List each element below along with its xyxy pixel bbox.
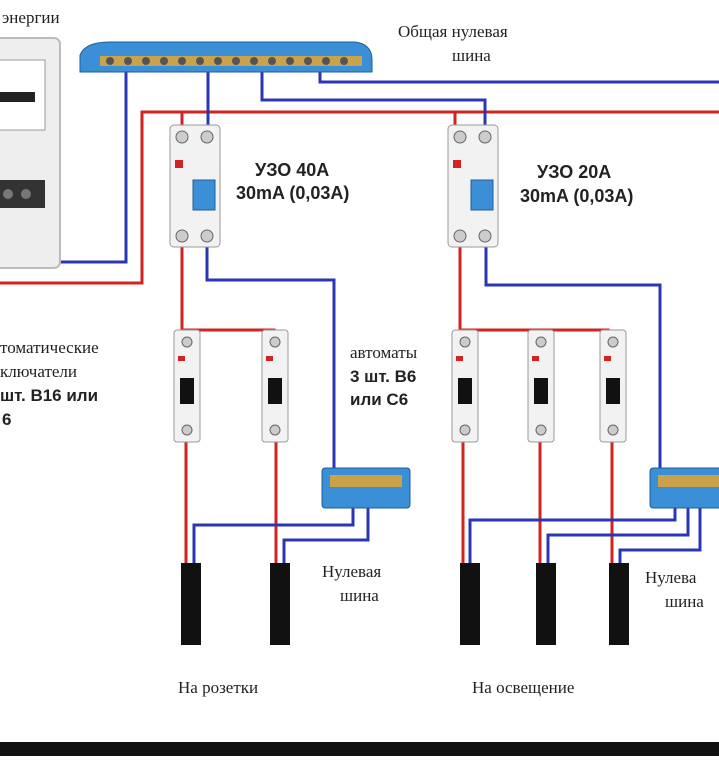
neutral-rcd-left-out — [205, 245, 336, 470]
electricity-meter — [0, 37, 61, 269]
bus-screw — [286, 57, 294, 65]
to-sockets-label: На розетки — [178, 678, 259, 697]
circuit-breaker — [527, 329, 555, 443]
neutral-bus-left-label-2: шина — [340, 586, 379, 605]
circuit-breaker — [599, 329, 627, 443]
breakers-left-text-2: ключатели — [0, 362, 78, 381]
bus-screw — [214, 57, 222, 65]
neutral-out-4 — [546, 505, 690, 565]
cable-sockets-2 — [270, 563, 290, 645]
cable-lighting-3 — [609, 563, 629, 645]
neutral-bus-right-label-2: шина — [665, 592, 704, 611]
breakers-left-text-4: 6 — [2, 410, 12, 429]
neutral-bus-right — [649, 467, 719, 509]
rcd-right-current: 30mA (0,03A) — [520, 186, 634, 206]
rcd-left-label: УЗО 40А — [255, 160, 330, 180]
neutral-bus-left — [321, 467, 411, 509]
phase-rcd-left-out — [180, 245, 276, 335]
cable-sockets-1 — [181, 563, 201, 645]
circuit-breaker — [451, 329, 479, 443]
rcd-left — [169, 124, 221, 248]
bus-screw — [142, 57, 150, 65]
bus-screw — [178, 57, 186, 65]
breakers-mid-text-1: автоматы — [350, 343, 418, 362]
neutral-bus-feed-right — [318, 70, 719, 84]
cable-lighting-2 — [536, 563, 556, 645]
rcd-right-label: УЗО 20А — [537, 162, 612, 182]
bus-screw — [106, 57, 114, 65]
circuit-breakers — [173, 329, 627, 443]
cable-lighting-1 — [460, 563, 480, 645]
common-neutral-bus-label-1: Общая нулевая — [398, 22, 508, 41]
bus-screw — [196, 57, 204, 65]
bus-screws — [106, 57, 348, 65]
circuit-breaker — [173, 329, 201, 443]
breakers-mid-text-2: 3 шт. В6 — [350, 367, 417, 386]
bus-screw — [340, 57, 348, 65]
bus-screw — [124, 57, 132, 65]
output-cables — [181, 563, 629, 645]
rcd-right — [447, 124, 499, 248]
bottom-strip — [0, 742, 719, 756]
neutral-rcd-right-out — [484, 245, 662, 470]
neutral-out-5 — [618, 505, 702, 565]
rcd-left-current: 30mA (0,03A) — [236, 183, 350, 203]
bus-screw — [232, 57, 240, 65]
breakers-left-text-1: томатические — [0, 338, 99, 357]
circuit-breaker — [261, 329, 289, 443]
phase-rcd-right-out — [458, 245, 610, 335]
bus-screw — [160, 57, 168, 65]
bus-screw — [322, 57, 330, 65]
neutral-bus-right-label-1: Нулева — [645, 568, 697, 587]
neutral-bus-left-label-1: Нулевая — [322, 562, 382, 581]
bus-screw — [268, 57, 276, 65]
common-neutral-bus-bar — [79, 41, 373, 73]
meter-title: энергии — [2, 8, 60, 27]
breakers-left-text-3: шт. В16 или — [0, 386, 99, 405]
neutral-out-2 — [282, 505, 370, 565]
neutral-to-rcd-right — [260, 70, 487, 130]
bus-screw — [304, 57, 312, 65]
bus-screw — [250, 57, 258, 65]
to-lighting-label: На освещение — [472, 678, 575, 697]
phase-main-wire — [0, 110, 184, 285]
neutral-out-3 — [468, 505, 677, 565]
neutral-out-1 — [192, 505, 355, 565]
breakers-mid-text-3: или С6 — [350, 390, 409, 409]
common-neutral-bus-label-2: шина — [452, 46, 491, 65]
